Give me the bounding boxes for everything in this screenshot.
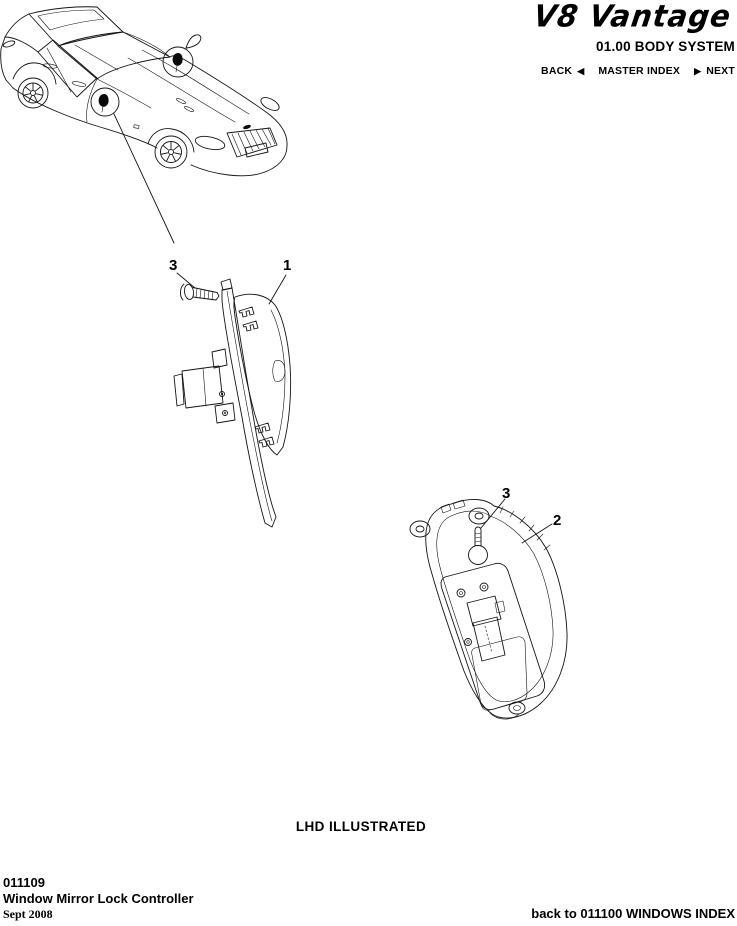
door-callout-circle (90, 87, 120, 117)
nav-back-label: BACK (541, 65, 573, 77)
part2-leader-lines (480, 498, 553, 544)
screw-icon (180, 283, 220, 301)
header-nav: BACK ◀ MASTER INDEX ▶ NEXT (534, 65, 735, 77)
figure-caption: LHD ILLUSTRATED (295, 819, 427, 834)
nav-master-index-label: MASTER INDEX (598, 65, 681, 77)
nav-next-link[interactable]: ▶ NEXT (694, 65, 735, 77)
controller-housing (409, 499, 568, 720)
screw-icon (468, 526, 488, 565)
part1-leader-lines (176, 272, 287, 305)
car-locator-illustration (0, 6, 288, 244)
callout-label-part2: 2 (553, 512, 562, 529)
section-title: 01.00 BODY SYSTEM (596, 39, 735, 54)
callout-label-part1-screw: 3 (169, 257, 178, 274)
nav-back-link[interactable]: BACK ◀ (541, 65, 584, 77)
part1-illustration (173, 272, 292, 528)
callout-label-part1: 1 (283, 257, 292, 274)
switch-pack-body (173, 278, 292, 528)
nav-master-index-link[interactable]: MASTER INDEX (598, 65, 680, 77)
windows-index-link[interactable]: back to 011100 WINDOWS INDEX (531, 906, 735, 921)
doc-number: 011109 (3, 875, 45, 890)
callout-label-part2-screw: 3 (502, 485, 511, 502)
next-arrow-icon: ▶ (694, 66, 702, 76)
location-leader-line (113, 113, 175, 244)
part2-illustration (409, 498, 568, 720)
doc-title: Window Mirror Lock Controller (3, 891, 194, 906)
back-arrow-icon: ◀ (577, 66, 585, 76)
nav-next-label: NEXT (706, 65, 735, 77)
page-header: V8 Vantage 01.00 BODY SYSTEM BACK ◀ MAST… (531, 0, 735, 77)
v8-vantage-logo: V8 Vantage (531, 0, 734, 34)
dash-callout-circle (162, 46, 194, 78)
doc-date: Sept 2008 (3, 907, 53, 921)
car-line-art (0, 6, 288, 177)
